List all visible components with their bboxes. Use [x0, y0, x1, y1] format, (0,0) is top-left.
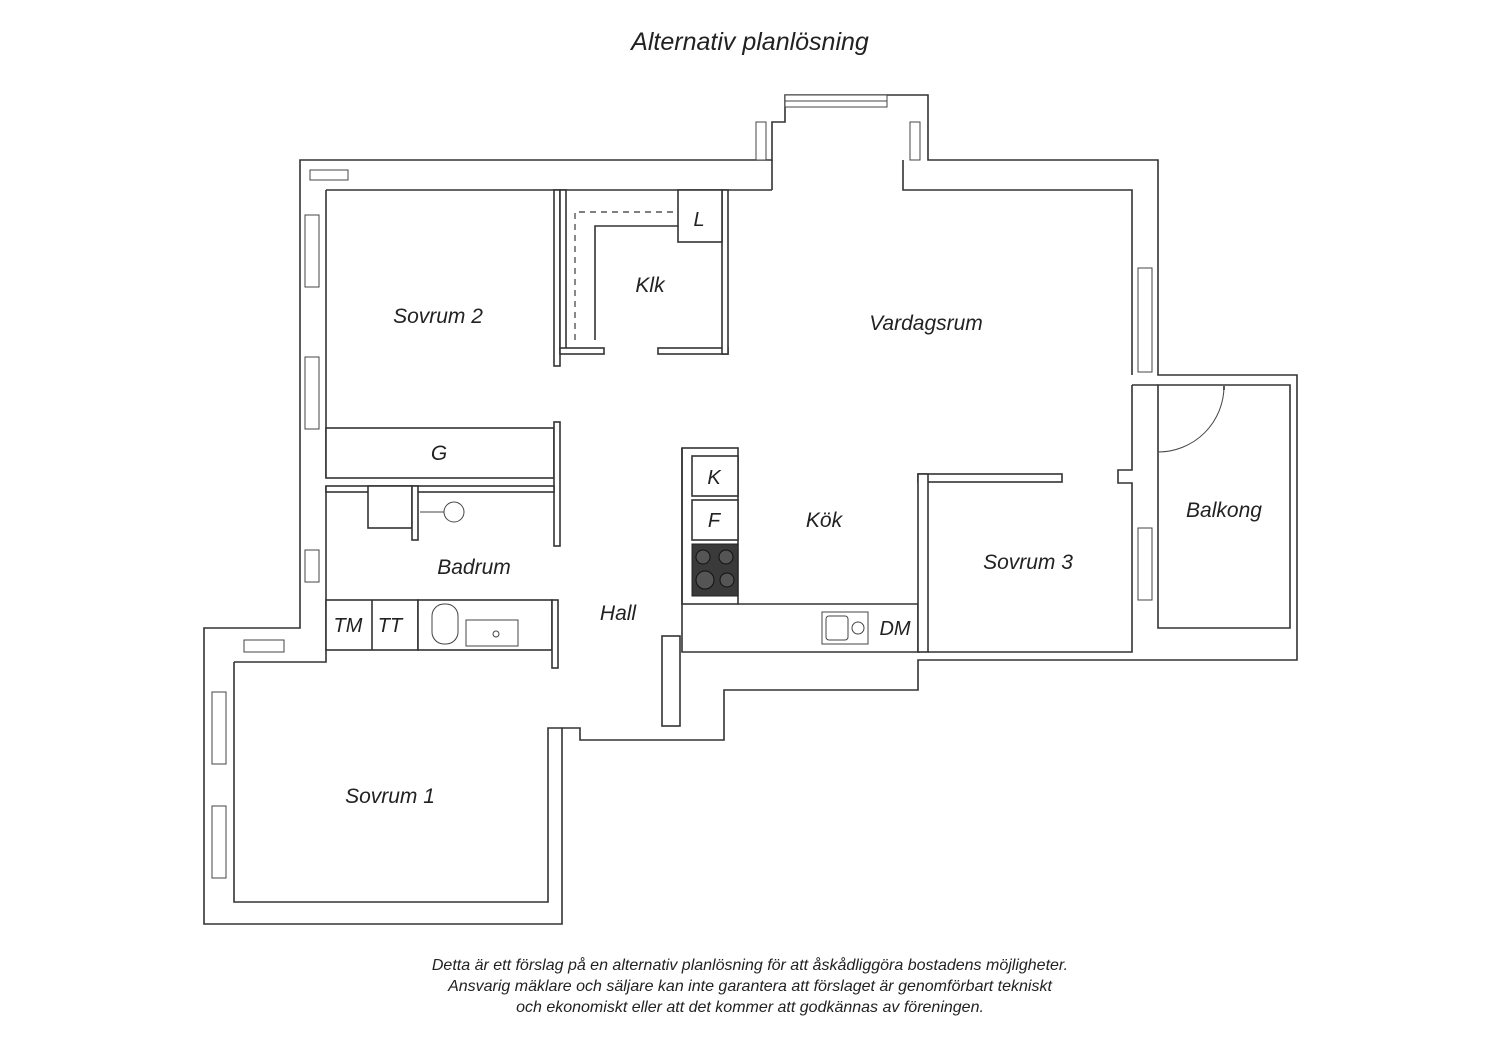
room-label-dm: DM [879, 618, 910, 640]
disclaimer-line-1: Detta är ett förslag på en alternativ pl… [431, 957, 1069, 974]
room-label-balkong: Balkong [1186, 499, 1262, 522]
room-label-sovrum-3: Sovrum 3 [983, 551, 1073, 574]
room-label-sovrum-2: Sovrum 2 [393, 305, 483, 328]
room-label-f: F [708, 510, 722, 532]
room-label-kok: Kök [806, 509, 844, 532]
room-label-vardagsrum: Vardagsrum [869, 312, 983, 335]
room-label-sovrum-1: Sovrum 1 [345, 785, 435, 808]
windows [211, 94, 1153, 879]
room-label-badrum: Badrum [437, 556, 511, 579]
plan-title: Alternativ planlösning [631, 28, 869, 56]
interior-walls [325, 189, 1225, 727]
room-label-g: G [431, 442, 447, 465]
room-label-tt: TT [378, 615, 404, 637]
disclaimer: Detta är ett förslag på en alternativ pl… [250, 955, 1250, 1018]
room-label-k: K [707, 467, 722, 489]
disclaimer-line-3: och ekonomiskt eller att det kommer att … [516, 999, 984, 1016]
room-label-tm: TM [334, 615, 363, 637]
disclaimer-line-2: Ansvarig mäklare och säljare kan inte ga… [448, 978, 1052, 995]
room-label-l: L [693, 209, 704, 231]
room-label-hall: Hall [600, 602, 638, 625]
room-label-klk: Klk [635, 274, 666, 297]
